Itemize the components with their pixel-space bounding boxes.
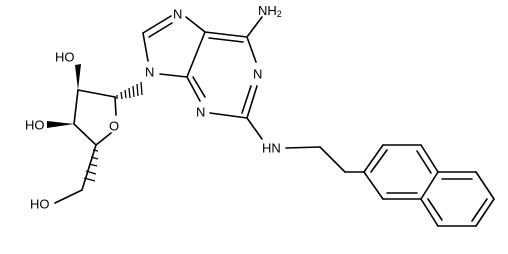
atom-label-ho3: HO (25, 118, 45, 133)
bond-n1-c2 (246, 85, 258, 119)
bond-nb2 (475, 171, 495, 200)
atom-label-n9: N (145, 65, 154, 80)
bond-c2-n3 (209, 112, 248, 119)
hashed-bond-c1p-n9 (116, 81, 143, 100)
bond-ch2-ch2 (319, 146, 346, 173)
atom-label-nh2: NH2 (258, 3, 282, 20)
bond-c5p-o5p (54, 189, 83, 204)
atom-label-ho2: HO (55, 50, 75, 65)
bond-n9-c4 (159, 73, 188, 78)
hashed-bond-c4p-c5p (83, 149, 99, 182)
bond-nh-ch2 (285, 146, 321, 149)
atom-label-ho5: HO (30, 197, 50, 212)
bond-c4-c5 (186, 31, 206, 78)
wedge-bond-c2p-oh (75, 64, 81, 90)
bond-c6-n1 (246, 36, 257, 63)
wedge-bond-c3p-oh (47, 121, 74, 128)
atom-label-n3: N (196, 105, 205, 120)
bond-na6 (363, 171, 384, 200)
bond-c2-nh (246, 117, 263, 140)
bond-c4p-o4p (95, 132, 112, 146)
bond-c8-n7 (142, 15, 172, 34)
bond-na1-double (370, 149, 388, 173)
atom-label-n7: N (173, 7, 182, 22)
atom-label-o4: O (109, 119, 119, 134)
bond-c1p-c2p (77, 89, 116, 98)
bond-c3p-c4p (73, 123, 97, 146)
bond-n3-c4-double (192, 76, 206, 98)
bond-n3-c4 (186, 76, 201, 102)
bond-nb5-double (427, 198, 443, 221)
atom-label-n1: N (253, 67, 262, 82)
bond-na4 (420, 171, 439, 200)
bond-nb3 (475, 198, 495, 227)
bond-c5-c6-double (208, 37, 244, 43)
bond-o4p-c1p (114, 96, 117, 116)
bond-c8-n7-double (148, 22, 173, 38)
bond-nb3-double (471, 198, 488, 222)
bond-c2p-c3p (73, 89, 79, 125)
bond-c8-n9 (142, 32, 149, 62)
bond-na3 (420, 144, 439, 173)
bond-n7-c5 (185, 16, 206, 33)
bond-c6-nh2 (246, 16, 263, 38)
bond-nb5 (420, 198, 439, 227)
atom-label-hn: HN (262, 141, 281, 156)
bond-c4p-c5p (81, 144, 97, 191)
bond-n1-c2-double (241, 85, 252, 114)
bond-na3-double (416, 150, 432, 174)
bond-na1 (363, 144, 384, 173)
bond-c5-c6 (204, 31, 248, 38)
